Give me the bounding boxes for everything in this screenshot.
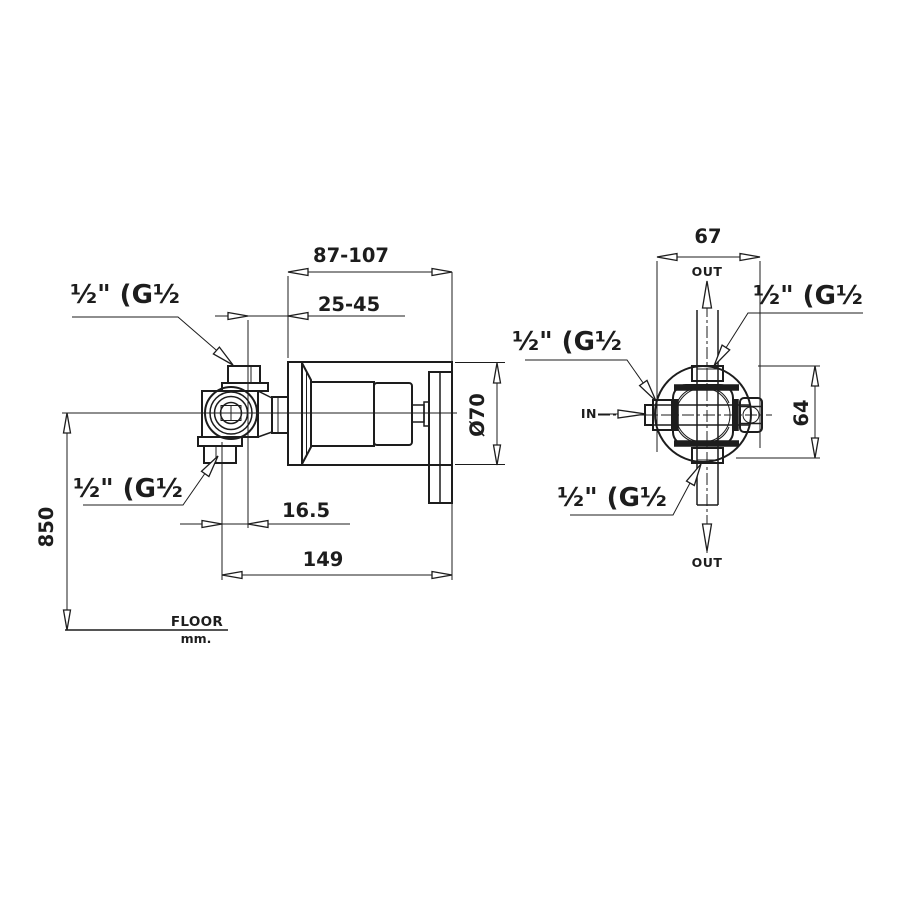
arrowhead xyxy=(227,311,249,321)
housing-chamfer-top xyxy=(257,390,273,399)
arrowhead xyxy=(431,267,453,277)
arrowhead xyxy=(287,267,309,277)
right-leader-lines xyxy=(525,312,863,516)
in-arrow xyxy=(617,409,647,419)
arrowhead xyxy=(221,570,243,580)
left-dimension-lines xyxy=(62,267,505,631)
leader-top-port xyxy=(72,316,231,363)
valve-body-front xyxy=(644,310,763,506)
side-elevation-view: 87-107 25-45 16.5 149 850 Ø70 ½" (G½ ½" … xyxy=(35,244,505,646)
flow-arrows xyxy=(598,280,713,552)
arrowhead xyxy=(287,311,309,321)
bottom-port-thread-label: ½" (G½ xyxy=(73,474,183,504)
in-label: IN xyxy=(581,406,597,421)
arrowhead xyxy=(810,437,820,459)
valve-body-side xyxy=(197,365,289,464)
leader-arrowhead xyxy=(212,346,234,366)
arrowhead xyxy=(62,609,72,631)
bottom-port-thread-label: ½" (G½ xyxy=(557,483,667,513)
arrowhead xyxy=(201,519,223,529)
dim-port-span: 64 xyxy=(790,399,813,426)
left-leader-lines xyxy=(72,316,234,506)
leader-arrowhead xyxy=(685,463,702,487)
inlet-port-step xyxy=(644,404,654,426)
trim-cylinder xyxy=(310,381,375,447)
bottom-port-inner xyxy=(696,447,719,461)
leader-arrowhead xyxy=(713,344,731,367)
dim-plate-diameter: Ø70 xyxy=(466,393,489,437)
dim-offset: 16.5 xyxy=(282,499,330,522)
arrowhead xyxy=(431,570,453,580)
front-profile-view: 67 64 OUT IN OUT ½" (G½ ½" (G½ ½" (G½ xyxy=(512,225,863,570)
left-port-thread-label: ½" (G½ xyxy=(512,327,622,357)
leader-top-port xyxy=(716,312,863,363)
bottom-port-nut xyxy=(203,445,237,464)
dim-depth-range: 87-107 xyxy=(313,244,389,267)
out-bottom-label: OUT xyxy=(692,555,723,570)
arrowhead xyxy=(810,365,820,387)
top-port-thread-label: ½" (G½ xyxy=(70,280,180,310)
out-bottom-arrow xyxy=(701,523,713,552)
floor-units-label: mm. xyxy=(181,631,212,646)
dim-length: 149 xyxy=(303,548,344,571)
dim-height-from-floor: 850 xyxy=(35,507,58,548)
housing-chamfer-bottom xyxy=(257,431,273,438)
arrowhead xyxy=(739,252,761,262)
trim-assembly xyxy=(287,361,453,504)
top-port-thread-label: ½" (G½ xyxy=(753,281,863,311)
cartridge-body xyxy=(373,382,413,446)
arrowhead xyxy=(492,444,502,466)
outlet-connector xyxy=(271,396,289,434)
leader-arrowhead xyxy=(638,379,657,402)
arrowhead xyxy=(62,412,72,434)
floor-label: FLOOR xyxy=(171,614,223,630)
out-top-label: OUT xyxy=(692,264,723,279)
leader-bottom-port xyxy=(570,467,699,516)
valve-boss-outer-circle xyxy=(204,386,258,440)
leader-bottom-port xyxy=(83,458,216,506)
top-port-nut xyxy=(227,365,261,384)
arrowhead xyxy=(492,362,502,384)
dim-width: 67 xyxy=(694,225,721,248)
top-port-inner xyxy=(696,368,719,382)
arrowhead xyxy=(656,252,678,262)
valve-boss-circle-2 xyxy=(209,391,253,435)
right-hex-fitting xyxy=(739,397,763,433)
leader-arrowhead xyxy=(200,455,219,478)
out-top-arrow xyxy=(701,280,713,309)
dim-adjust-range: 25-45 xyxy=(318,293,380,316)
leader-left-port xyxy=(525,359,654,398)
hex-fitting-face xyxy=(742,406,760,424)
arrowhead xyxy=(247,519,269,529)
